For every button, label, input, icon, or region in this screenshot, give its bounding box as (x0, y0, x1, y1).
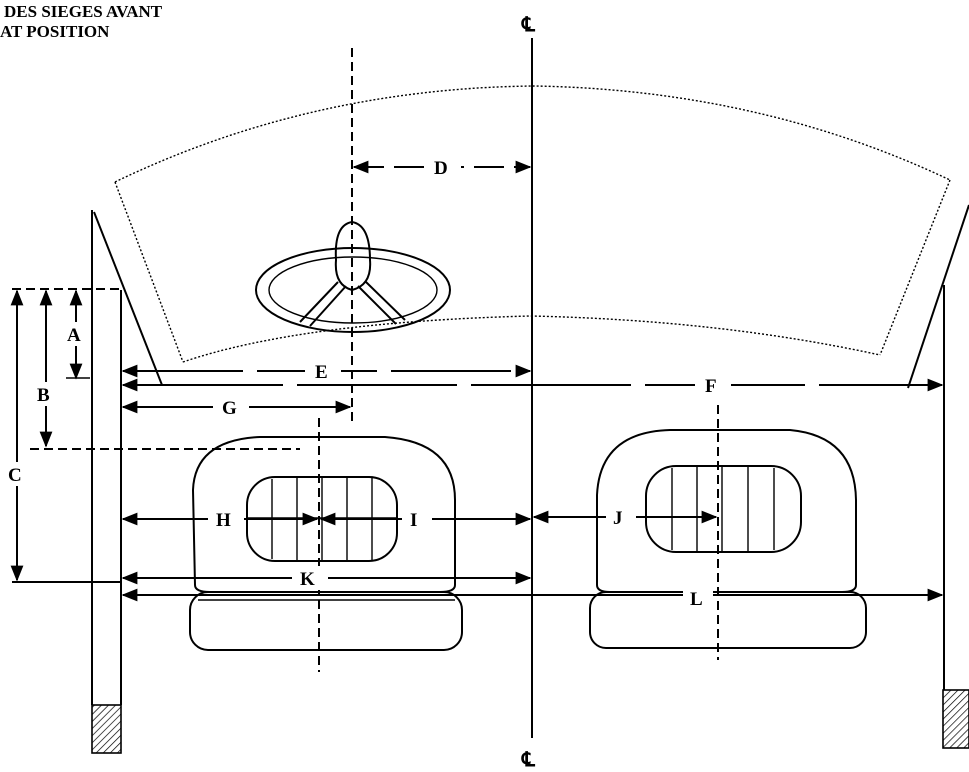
dimension-D: D (352, 155, 532, 179)
dimension-D-label: D (434, 158, 448, 179)
dimension-I: I (319, 507, 532, 531)
dimension-K: K (121, 566, 532, 590)
dimension-F-label: F (705, 376, 717, 397)
dimension-L: L (121, 583, 944, 610)
dimension-E-label: E (315, 362, 328, 383)
dimension-I-label: I (410, 510, 417, 531)
left-floor-hatch (91, 704, 122, 754)
right-floor-hatch (942, 689, 969, 749)
dimension-F: F (121, 373, 944, 397)
dimension-C: C (5, 289, 29, 582)
dimension-K-label: K (300, 569, 315, 590)
left-pillar (91, 210, 163, 754)
dimension-J: J (532, 505, 718, 529)
dimension-J-label: J (613, 508, 623, 529)
passenger-seat (589, 429, 867, 649)
right-pillar (907, 204, 969, 749)
diagram-title-line-1: DES SIEGES AVANT (4, 2, 163, 21)
dimension-L-label: L (690, 589, 703, 610)
dimension-A: A (64, 289, 90, 380)
dimension-E: E (121, 359, 532, 383)
dimension-G: G (121, 395, 352, 419)
dimension-B: B (34, 289, 58, 448)
driver-seat (189, 436, 463, 651)
centerline-label-top: ℄ (521, 14, 536, 36)
diagram-title-line-2: AT POSITION (0, 22, 110, 41)
dimension-A-label: A (67, 325, 81, 346)
vehicle-centerline: ℄ ℄ (521, 14, 536, 771)
dimension-G-label: G (222, 398, 237, 419)
dimension-C-label: C (8, 465, 22, 486)
windshield-outline (114, 85, 951, 363)
dimension-H-label: H (216, 510, 231, 531)
centerline-label-bottom: ℄ (521, 749, 536, 771)
dimension-B-label: B (37, 385, 50, 406)
dimension-H: H (121, 507, 319, 531)
